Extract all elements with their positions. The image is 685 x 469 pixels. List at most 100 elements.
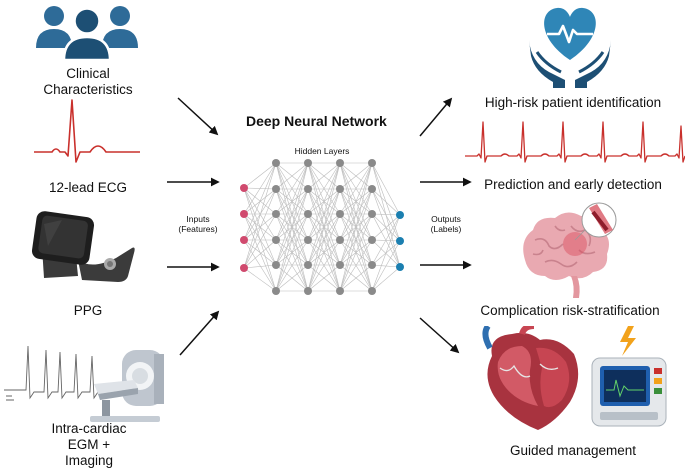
input-node (240, 264, 248, 272)
network-edge (307, 162, 341, 266)
output-node (396, 263, 404, 271)
network-edge (275, 162, 309, 215)
network-edge (371, 266, 401, 292)
network-edge (307, 162, 341, 190)
hidden-node (336, 210, 344, 218)
hidden-node (336, 185, 344, 193)
inputs-label: Inputs(Features) (178, 214, 218, 234)
hidden-node (304, 159, 312, 167)
hidden-node (368, 261, 376, 269)
input-node (240, 184, 248, 192)
hidden-node (336, 236, 344, 244)
network-edge (339, 162, 373, 266)
network-edge (243, 162, 277, 269)
hidden-node (272, 287, 280, 295)
output-label-management: Guided management (509, 443, 637, 458)
hidden-node (368, 185, 376, 193)
network-edge (243, 239, 277, 292)
network-edge (371, 188, 401, 268)
network-edge (275, 239, 309, 292)
network-edge (307, 188, 341, 292)
network-edge (307, 213, 341, 292)
network-edge (307, 264, 341, 292)
network-edge (243, 213, 277, 266)
network-edge (275, 264, 309, 292)
network-edge (243, 267, 277, 292)
network-edge (371, 240, 401, 292)
ecg-rhythm-icon (465, 121, 685, 163)
hidden-node (304, 210, 312, 218)
hidden-node (368, 159, 376, 167)
hidden-node (368, 210, 376, 218)
network-edge (243, 162, 277, 241)
arrow-clinical (177, 97, 219, 136)
network-edge (307, 162, 341, 292)
hidden-node (304, 287, 312, 295)
network-edge (243, 162, 277, 189)
network-edge (307, 239, 341, 292)
hidden-node (272, 185, 280, 193)
network-edge (275, 162, 309, 241)
network-edge (275, 162, 309, 292)
network-edge (307, 162, 341, 215)
network-edge (243, 213, 277, 241)
network-edge (275, 162, 309, 190)
network-edge (339, 162, 373, 190)
input-node (240, 236, 248, 244)
brain-icon (523, 202, 617, 298)
network-edge (339, 162, 373, 292)
input-node (240, 210, 248, 218)
output-node (396, 237, 404, 245)
network-edge (243, 188, 277, 269)
network-edge (371, 188, 401, 242)
network-edge (371, 188, 401, 216)
hidden-node (304, 236, 312, 244)
network-edge (243, 162, 277, 215)
hidden-node (272, 261, 280, 269)
network-edge (339, 264, 373, 292)
smartwatch-icon (32, 211, 135, 282)
network-edge (339, 239, 373, 292)
network-connections (243, 162, 401, 292)
hidden-node (368, 236, 376, 244)
network-edge (275, 188, 309, 292)
network-edge (371, 214, 401, 241)
egm-scanner-icon (4, 345, 164, 422)
network-edge (243, 187, 277, 266)
hidden-node (272, 210, 280, 218)
network-edge (275, 162, 309, 266)
output-label-prediction: Prediction and early detection (484, 177, 662, 192)
network-edge (275, 213, 309, 292)
output-node (396, 211, 404, 219)
network-edge (339, 213, 373, 292)
hidden-node (336, 261, 344, 269)
hidden-node (336, 159, 344, 167)
hidden-layers-label: Hidden Layers (294, 146, 350, 156)
arrow-high-risk (419, 97, 453, 137)
output-label-complication: Complication risk-stratification (480, 303, 660, 318)
network-edge (371, 213, 401, 216)
ecg-icon (34, 99, 140, 163)
heart-hands-icon (529, 7, 611, 88)
network-edge (339, 188, 373, 292)
network-edge (371, 162, 401, 216)
heart-defibrillator-icon (482, 326, 667, 430)
hidden-node (272, 236, 280, 244)
network-edge (243, 239, 277, 266)
network-nodes (240, 159, 404, 295)
input-label-ppg: PPG (73, 303, 103, 318)
hidden-node (304, 185, 312, 193)
hidden-node (368, 287, 376, 295)
network-edge (243, 264, 277, 269)
network-edge (243, 239, 277, 269)
people-icon (36, 6, 138, 62)
network-edge (339, 162, 373, 215)
outputs-label: Outputs(Labels) (430, 214, 462, 234)
network-edge (371, 214, 401, 266)
output-label-high-risk: High-risk patient identification (484, 95, 662, 110)
hidden-node (304, 261, 312, 269)
